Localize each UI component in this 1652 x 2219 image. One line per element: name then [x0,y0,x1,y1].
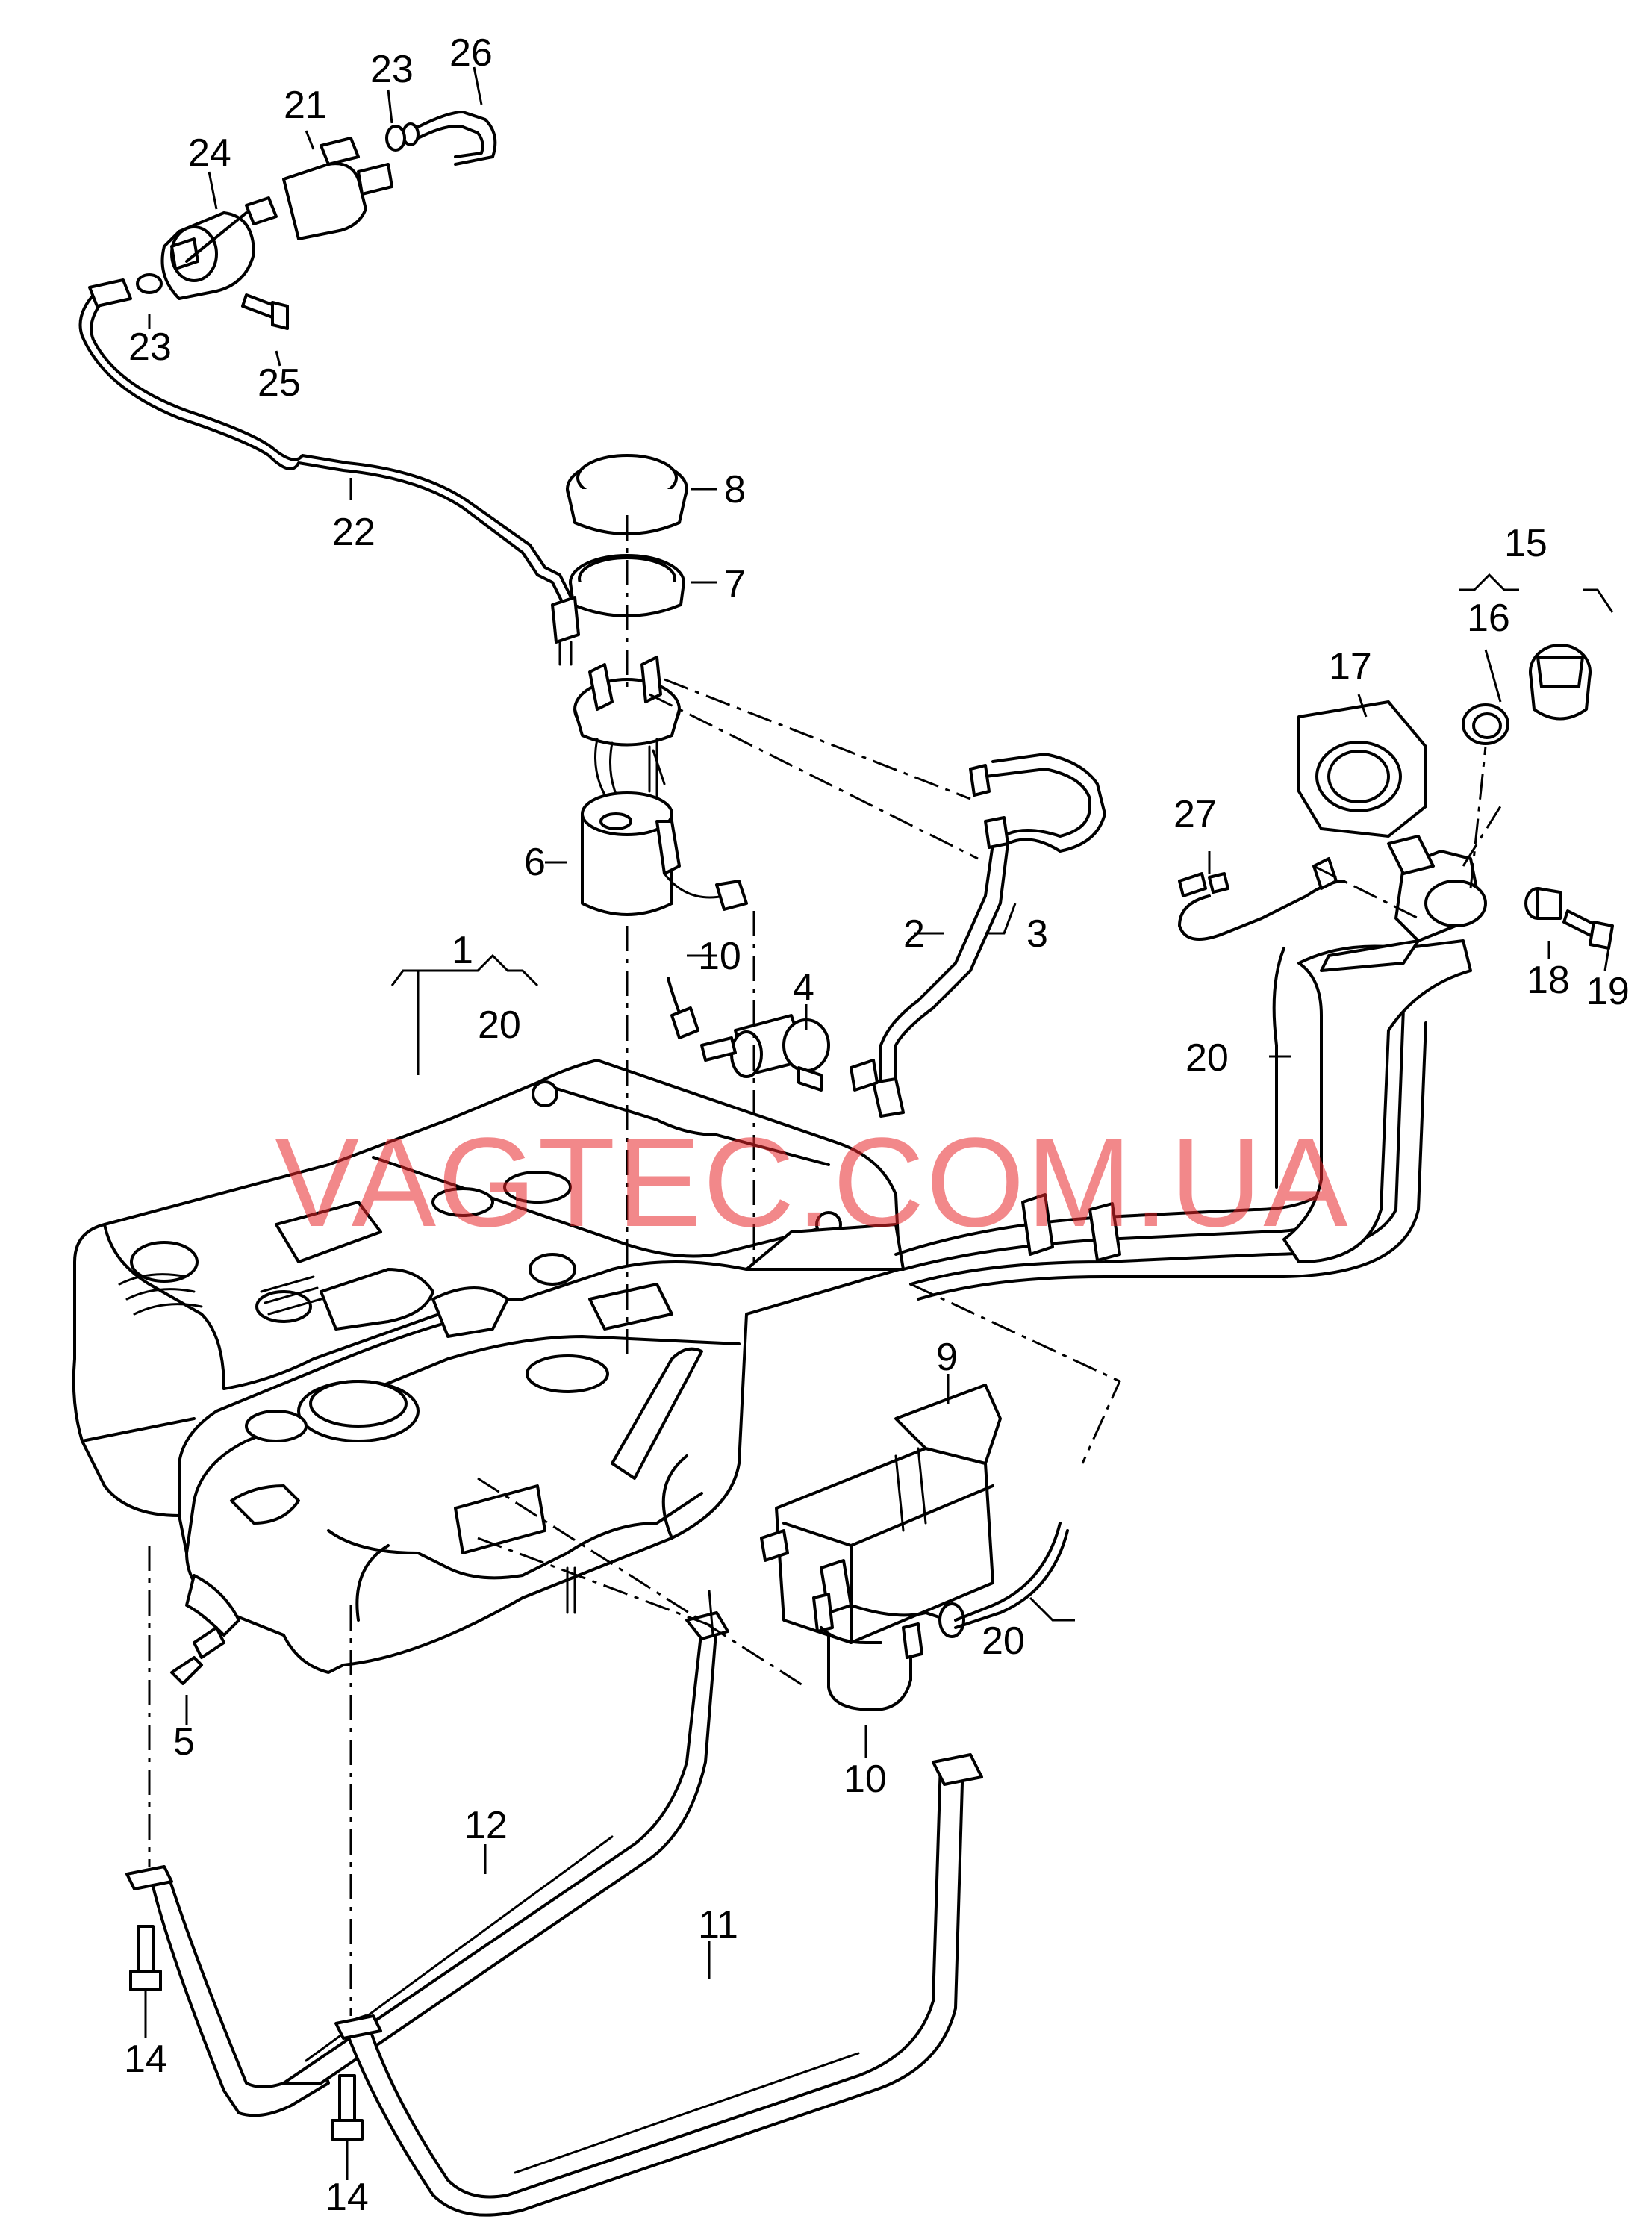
callout-26: 26 [449,31,493,75]
fuel-filler-pipe [894,939,1472,1301]
callout-23b: 23 [128,326,172,369]
callout-5: 5 [173,1720,195,1764]
connector-stub [185,196,278,263]
tank-strap-11 [334,1753,983,2217]
callout-22: 22 [332,511,375,554]
callout-23a: 23 [370,48,414,91]
callout-27: 27 [1173,793,1217,836]
callout-21: 21 [284,84,327,127]
callouts: 1 20 2 3 4 5 6 7 8 9 10 10 11 12 14 14 1… [124,31,1630,2219]
filler-cap [1529,644,1592,721]
callout-2: 2 [903,912,925,956]
callout-14b: 14 [325,2176,369,2219]
callout-25: 25 [258,361,301,405]
fuel-line-22 [78,278,580,666]
callout-15: 15 [1504,522,1547,565]
callout-7: 7 [724,563,746,606]
bolt-5 [170,1626,225,1685]
callout-3: 3 [1026,912,1048,956]
callout-10a: 10 [698,935,741,978]
fuel-lines [850,753,1106,1118]
clamp-23a [385,125,406,152]
filler-cap-ring [1462,703,1509,745]
callout-17: 17 [1329,645,1372,688]
bolt-19 [1562,909,1614,950]
callout-4: 4 [793,966,814,1009]
callout-11: 11 [698,1903,738,1946]
filler-bushing [1524,887,1562,920]
sensor-wire [1178,857,1345,941]
bolt-25 [241,293,289,330]
callout-1-20: 20 [478,1003,521,1047]
callout-24: 24 [188,131,231,175]
tank-strap-12 [125,1611,729,2117]
watermark-text: VAGTEC.COM.UA [275,1112,1350,1254]
callout-20b: 20 [982,1619,1025,1663]
callout-19: 19 [1586,970,1630,1013]
charcoal-canister [760,1384,1069,1711]
filler-seal [1297,700,1427,838]
callout-9: 9 [936,1336,958,1379]
bolt-14a [129,1925,162,1991]
assembly-lines [148,515,1502,2016]
callout-1: 1 [452,929,473,972]
pressure-regulator [282,137,393,240]
fuel-pump-module [573,656,748,916]
flange-24 [160,211,255,300]
lock-ring [566,454,688,535]
bolt-14b [331,2074,364,2141]
callout-18: 18 [1527,959,1570,1002]
filler-neck-head [1320,835,1487,972]
callout-6: 6 [524,841,546,884]
callout-12: 12 [464,1804,508,1847]
callout-20a: 20 [1185,1036,1229,1080]
callout-14a: 14 [124,2038,167,2081]
leader-lines [144,66,1614,2180]
callout-10b: 10 [844,1758,887,1801]
hose-26 [402,111,497,166]
clamp-23b [136,273,163,294]
callout-8: 8 [724,468,746,511]
callout-16: 16 [1467,597,1510,640]
fuel-tank [72,1059,905,1674]
